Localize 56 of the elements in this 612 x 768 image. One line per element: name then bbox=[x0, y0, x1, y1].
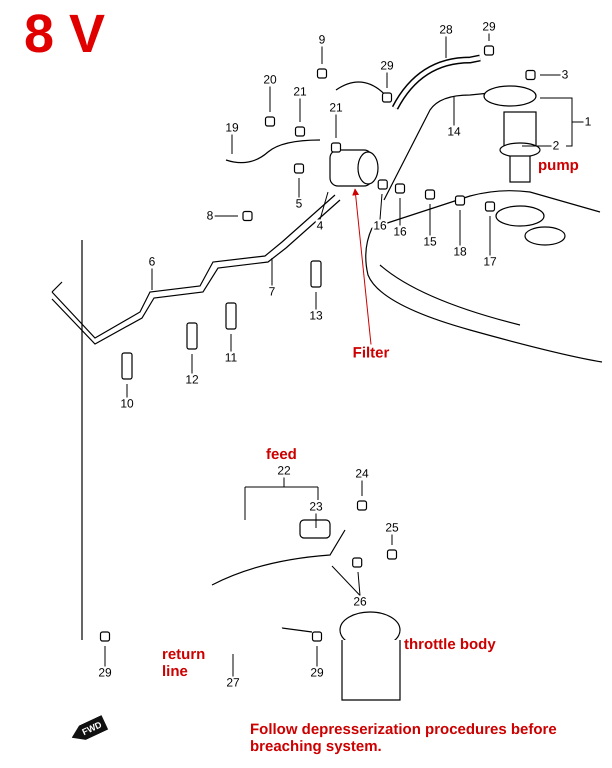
callout-number: 15 bbox=[422, 236, 438, 248]
callout-number: 13 bbox=[308, 310, 324, 322]
callout-number: 23 bbox=[308, 500, 324, 514]
callout-number: 12 bbox=[184, 374, 200, 386]
part-annotation: feed bbox=[266, 446, 297, 463]
callout-number: 28 bbox=[438, 24, 454, 36]
callout-number: 29 bbox=[379, 60, 395, 72]
callout-number: 6 bbox=[148, 256, 156, 268]
callout-number: 29 bbox=[309, 666, 325, 680]
leader-line bbox=[332, 566, 360, 596]
callout-number: 8 bbox=[206, 210, 214, 222]
leader-line bbox=[488, 33, 490, 42]
callout-number: 10 bbox=[119, 398, 135, 410]
leader-line bbox=[104, 646, 106, 667]
callout-number: 11 bbox=[224, 352, 238, 364]
callout-number: 19 bbox=[224, 122, 240, 134]
callout-number: 9 bbox=[318, 34, 326, 46]
leader-line bbox=[380, 194, 382, 220]
leader-line bbox=[358, 572, 360, 596]
leader-line bbox=[540, 98, 584, 146]
callout-number: 26 bbox=[352, 596, 368, 608]
callout-number: 3 bbox=[560, 68, 570, 82]
leader-line bbox=[540, 74, 562, 76]
callout-number: 24 bbox=[354, 468, 370, 480]
callout-number: 16 bbox=[392, 226, 408, 238]
callout-number: 17 bbox=[482, 256, 498, 268]
callout-number: 27 bbox=[225, 676, 241, 690]
callout-number: 4 bbox=[316, 220, 324, 232]
callout-number: 21 bbox=[292, 86, 308, 98]
warning-note: Follow depresserization procedures before breaching system. bbox=[250, 721, 558, 755]
leader-line bbox=[386, 72, 388, 88]
part-annotation: return line bbox=[162, 646, 206, 680]
title: 8 V bbox=[24, 3, 106, 66]
callout-number: 14 bbox=[446, 126, 462, 138]
leader-line bbox=[298, 178, 300, 198]
callout-number: 29 bbox=[97, 666, 113, 680]
callout-number: 1 bbox=[584, 116, 592, 128]
part-annotation: pump bbox=[538, 157, 579, 174]
callout-number: 21 bbox=[328, 102, 344, 114]
callout-number: 5 bbox=[294, 198, 304, 210]
leader-line bbox=[244, 477, 318, 520]
arrow bbox=[352, 188, 372, 345]
callout-number: 29 bbox=[481, 20, 497, 34]
callout-number: 2 bbox=[552, 140, 560, 152]
callout-number: 22 bbox=[276, 464, 292, 478]
callout-number: 25 bbox=[384, 522, 400, 534]
callout-number: 7 bbox=[268, 286, 276, 298]
callout-number: 20 bbox=[262, 74, 278, 86]
leader-line bbox=[126, 384, 128, 398]
leader-line bbox=[232, 654, 234, 677]
part-annotation: throttle body bbox=[404, 636, 496, 653]
callout-number: 16 bbox=[372, 220, 388, 232]
leader-line bbox=[316, 646, 318, 667]
leader-line bbox=[230, 334, 232, 352]
callout-number: 18 bbox=[452, 246, 468, 258]
leader-line bbox=[320, 192, 328, 220]
